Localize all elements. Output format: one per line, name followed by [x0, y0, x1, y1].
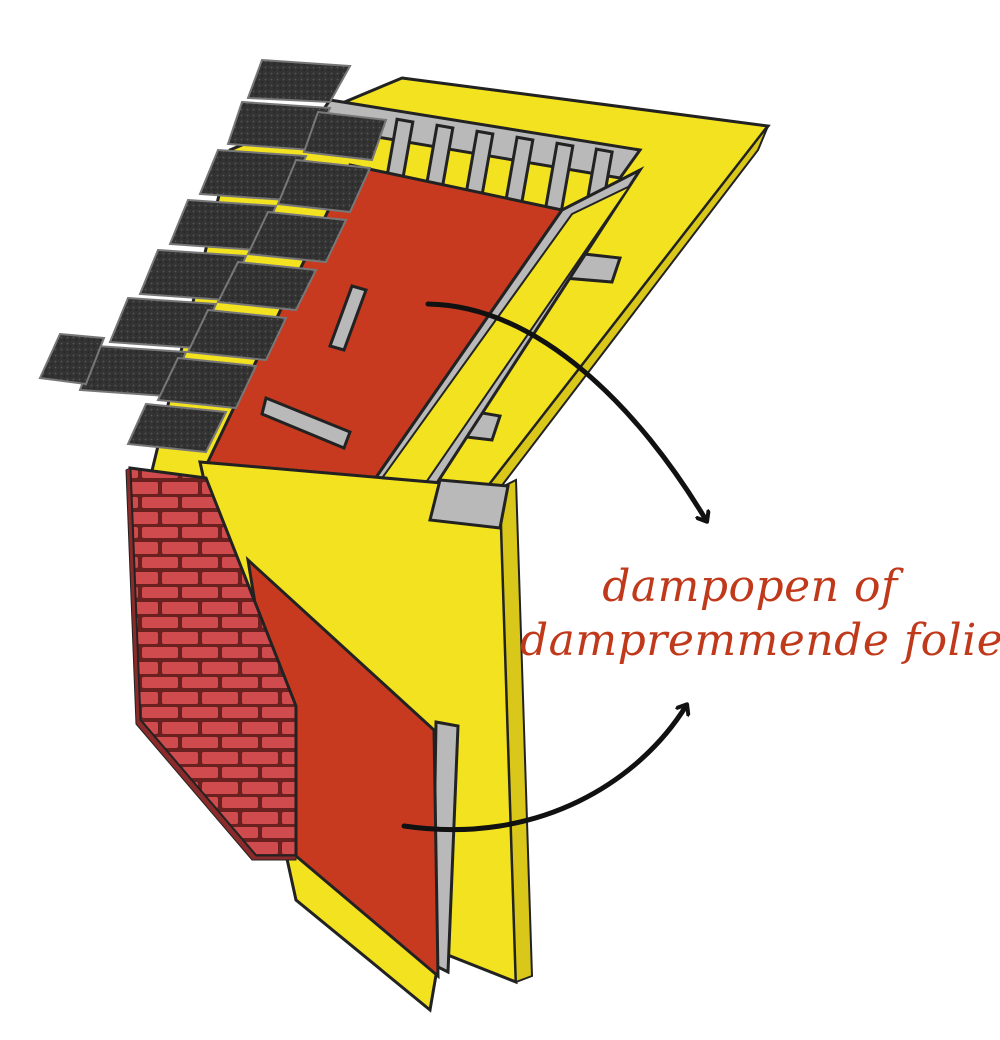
membrane-label: dampopen of dampremmende folie	[520, 560, 1000, 668]
membrane-label-line-2: dampremmende folie	[520, 615, 1000, 666]
roof-tiles	[38, 58, 388, 454]
arrow-wall	[401, 706, 686, 833]
brick-wall	[125, 466, 298, 861]
membrane-label-line-1: dampopen of	[602, 561, 898, 612]
counter-battens	[260, 284, 368, 450]
arrow-roof	[425, 301, 706, 520]
